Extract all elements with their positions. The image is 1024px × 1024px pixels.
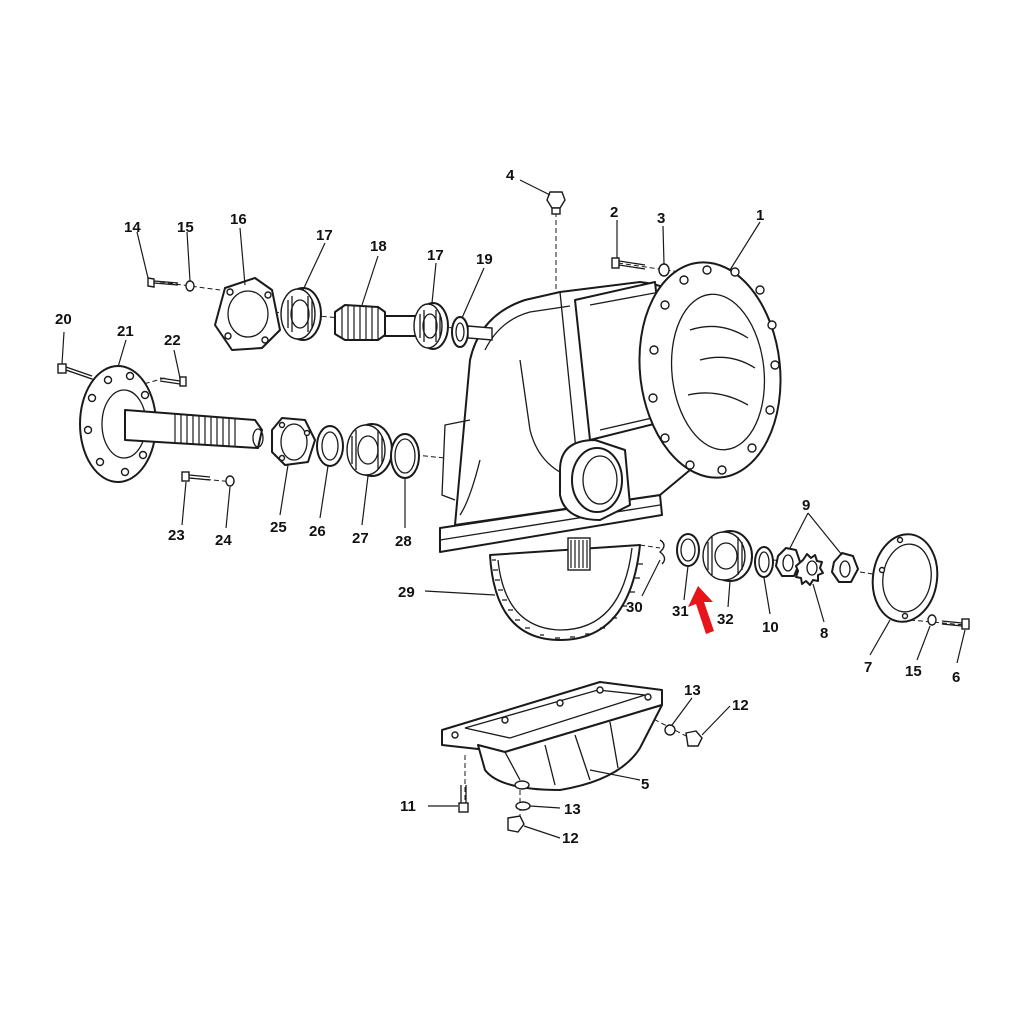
part-31-seal <box>676 533 700 567</box>
callout-labels: 1 2 3 4 5 6 7 8 9 10 11 12 12 13 13 14 1… <box>55 167 960 847</box>
callout-15b: 15 <box>905 663 922 680</box>
callout-13a: 13 <box>684 682 701 699</box>
part-5-oil-pan <box>441 681 663 791</box>
callout-18: 18 <box>370 238 387 255</box>
callout-29: 29 <box>398 584 415 601</box>
callout-16: 16 <box>230 211 247 228</box>
callout-1: 1 <box>756 207 764 224</box>
part-11-bolt <box>458 785 469 813</box>
callout-25: 25 <box>270 519 287 536</box>
callout-31: 31 <box>672 603 689 620</box>
output-shaft <box>124 409 264 449</box>
part-1-housing-flange <box>638 261 782 479</box>
callout-24: 24 <box>215 532 232 549</box>
callout-2: 2 <box>610 204 618 221</box>
callout-26: 26 <box>309 523 326 540</box>
callout-9: 9 <box>802 497 810 514</box>
callout-17a: 17 <box>316 227 333 244</box>
callout-22: 22 <box>164 332 181 349</box>
callout-11: 11 <box>400 798 416 815</box>
callout-27: 27 <box>352 530 369 547</box>
part-26-seal-ring <box>316 425 344 467</box>
callout-8: 8 <box>820 625 828 642</box>
part-21-output-flange <box>79 365 157 483</box>
part-12-drain-plug-upper <box>685 730 703 747</box>
callout-7: 7 <box>864 659 872 676</box>
callout-14: 14 <box>124 219 141 236</box>
output-shaft-group <box>57 363 420 487</box>
callout-30: 30 <box>626 599 643 616</box>
callout-3: 3 <box>657 210 665 227</box>
part-30-shim <box>658 539 666 565</box>
part-17-bearing-left <box>280 287 322 341</box>
callout-20: 20 <box>55 311 72 328</box>
part-28-snap-ring <box>390 433 420 479</box>
part-22-bolt <box>159 376 187 387</box>
ring-gear <box>489 537 643 641</box>
part-2-bolt <box>611 257 646 270</box>
callout-21: 21 <box>117 323 134 340</box>
callout-10: 10 <box>762 619 779 636</box>
part-25-seal-cover <box>271 417 316 466</box>
callout-17b: 17 <box>427 247 444 264</box>
part-9-nut-left <box>775 547 801 577</box>
leader-lines <box>61 179 966 839</box>
part-24-washer <box>225 475 235 487</box>
callout-12a: 12 <box>732 697 749 714</box>
part-32-bearing <box>702 530 753 582</box>
callout-28: 28 <box>395 533 412 550</box>
part-15-washer-upper <box>185 280 195 292</box>
callout-5: 5 <box>641 776 649 793</box>
part-4-breather-plug <box>546 191 566 215</box>
part-13-washer-lower <box>515 801 531 811</box>
callout-19: 19 <box>476 251 493 268</box>
part-13-washer-upper <box>664 724 676 736</box>
part-14-bolt <box>147 277 179 288</box>
flange-bolt-holes <box>648 265 780 475</box>
part-8-lock-washer <box>795 553 824 586</box>
gear-housing <box>439 281 691 641</box>
callout-23: 23 <box>168 527 185 544</box>
part-10-snap-ring <box>754 546 774 578</box>
part-7-cover-plate <box>871 533 939 623</box>
part-15-washer-lower <box>927 614 937 626</box>
callout-12b: 12 <box>562 830 579 847</box>
part-6-bolt <box>941 618 970 630</box>
part-17-bearing-right <box>413 302 449 350</box>
callout-4: 4 <box>506 167 515 184</box>
part-20-bolt <box>57 363 93 380</box>
part-18-pinion-shaft <box>334 304 419 341</box>
up-right-arrow-icon <box>688 586 714 634</box>
part-23-bolt <box>181 471 211 482</box>
callout-6: 6 <box>952 669 960 686</box>
callout-13b: 13 <box>564 801 581 818</box>
callout-32: 32 <box>717 611 734 628</box>
part-27-bearing <box>346 423 393 477</box>
part-16-cover-plate <box>214 277 281 351</box>
right-bearing-group <box>658 530 970 630</box>
part-19-seal <box>451 316 493 348</box>
part-12-drain-plug-lower <box>507 815 525 833</box>
part-3-washer <box>658 263 670 277</box>
upper-shaft-group <box>147 277 493 351</box>
part-9-nut-right <box>831 552 859 583</box>
callout-15a: 15 <box>177 219 194 236</box>
